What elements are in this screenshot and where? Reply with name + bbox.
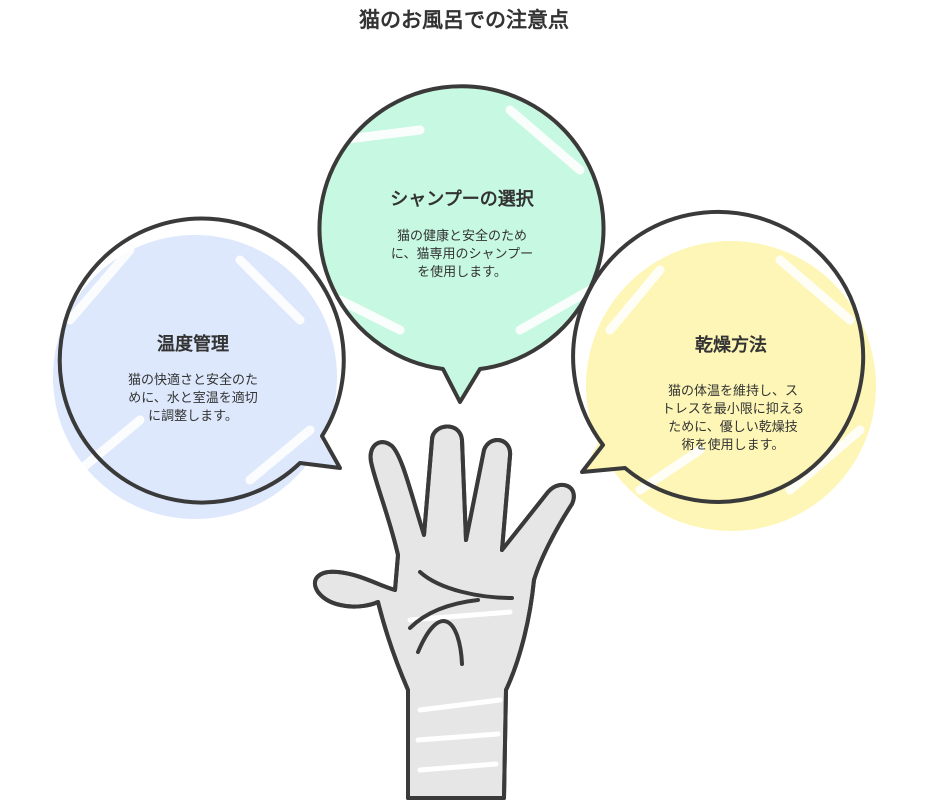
bubble-drying: 乾燥方法 猫の体温を維持し、ス トレスを最小限に抑える ために、優しい乾燥技 術… bbox=[571, 209, 876, 531]
bubble-shampoo-background bbox=[321, 86, 605, 370]
bubble-drying-title: 乾燥方法 bbox=[695, 334, 767, 356]
palm-line-2 bbox=[408, 598, 480, 630]
bubble-drying-body-line-4: 術を使用します。 bbox=[682, 437, 785, 453]
hand-hatching bbox=[407, 609, 513, 773]
bubble-temperature: 温度管理 猫の快適さと安全のた めに、水と室温を適切 に調整します。 bbox=[53, 216, 346, 519]
bubble-shampoo-fill bbox=[321, 86, 605, 402]
hatch-stroke bbox=[417, 697, 503, 713]
bubble-temperature-background bbox=[53, 235, 337, 519]
bubble-drying-body-line-2: トレスを最小限に抑える bbox=[662, 402, 805, 417]
hand-shape bbox=[312, 424, 576, 800]
bubble-temperature-body-line-3: に調整します。 bbox=[148, 409, 238, 424]
bubble-drying-body-line-3: ために、優しい乾燥技 bbox=[668, 420, 798, 435]
bubble-shampoo-body-line-2: に、猫専用のシャンプー bbox=[391, 247, 533, 262]
hatch-stroke bbox=[775, 255, 855, 325]
hatch-stroke bbox=[245, 425, 315, 485]
bubble-drying-body-line-1: 猫の体温を維持し、ス bbox=[668, 384, 798, 399]
hatch-stroke bbox=[65, 245, 135, 325]
hatch-stroke bbox=[335, 295, 405, 335]
bubble-shampoo-body-line-1: 猫の健康と安全のため bbox=[397, 228, 527, 244]
hatch-stroke bbox=[235, 255, 305, 325]
hatch-stroke bbox=[515, 285, 595, 335]
bubble-temperature-body-line-2: めに、水と室温を適切 bbox=[128, 390, 258, 406]
bubble-temperature-body-line-1: 猫の快適さと安全のた bbox=[128, 372, 258, 388]
bubble-shampoo: シャンプーの選択 猫の健康と安全のため に、猫専用のシャンプー を使用します。 bbox=[317, 84, 606, 404]
bubble-shampoo-body-line-3: を使用します。 bbox=[417, 264, 507, 280]
bubble-temperature-title: 温度管理 bbox=[157, 333, 229, 355]
hand-illustration bbox=[312, 424, 576, 800]
hand-outline bbox=[312, 424, 576, 800]
palm-line-3 bbox=[416, 619, 464, 666]
hatch-stroke bbox=[417, 761, 499, 773]
hatch-stroke bbox=[605, 265, 665, 335]
bubble-temperature-outline bbox=[57, 216, 346, 505]
bubble-shampoo-title: シャンプーの選択 bbox=[390, 188, 534, 210]
hatch-stroke bbox=[407, 609, 513, 623]
bubble-shampoo-pointer-fill bbox=[440, 365, 480, 402]
bubble-drying-pointer-fill bbox=[582, 440, 625, 472]
bubble-drying-outline bbox=[571, 209, 866, 504]
diagram-title: 猫のお風呂での注意点 bbox=[359, 8, 569, 32]
hatch-stroke bbox=[785, 425, 865, 495]
hatch-stroke bbox=[75, 415, 145, 475]
bubble-temperature-fill bbox=[53, 235, 340, 519]
palm-line-1 bbox=[418, 570, 514, 600]
bubble-drying-background bbox=[586, 241, 876, 531]
hatch-stroke bbox=[505, 105, 585, 175]
hatch-stroke bbox=[415, 731, 501, 743]
bubble-drying-fill bbox=[582, 241, 876, 531]
